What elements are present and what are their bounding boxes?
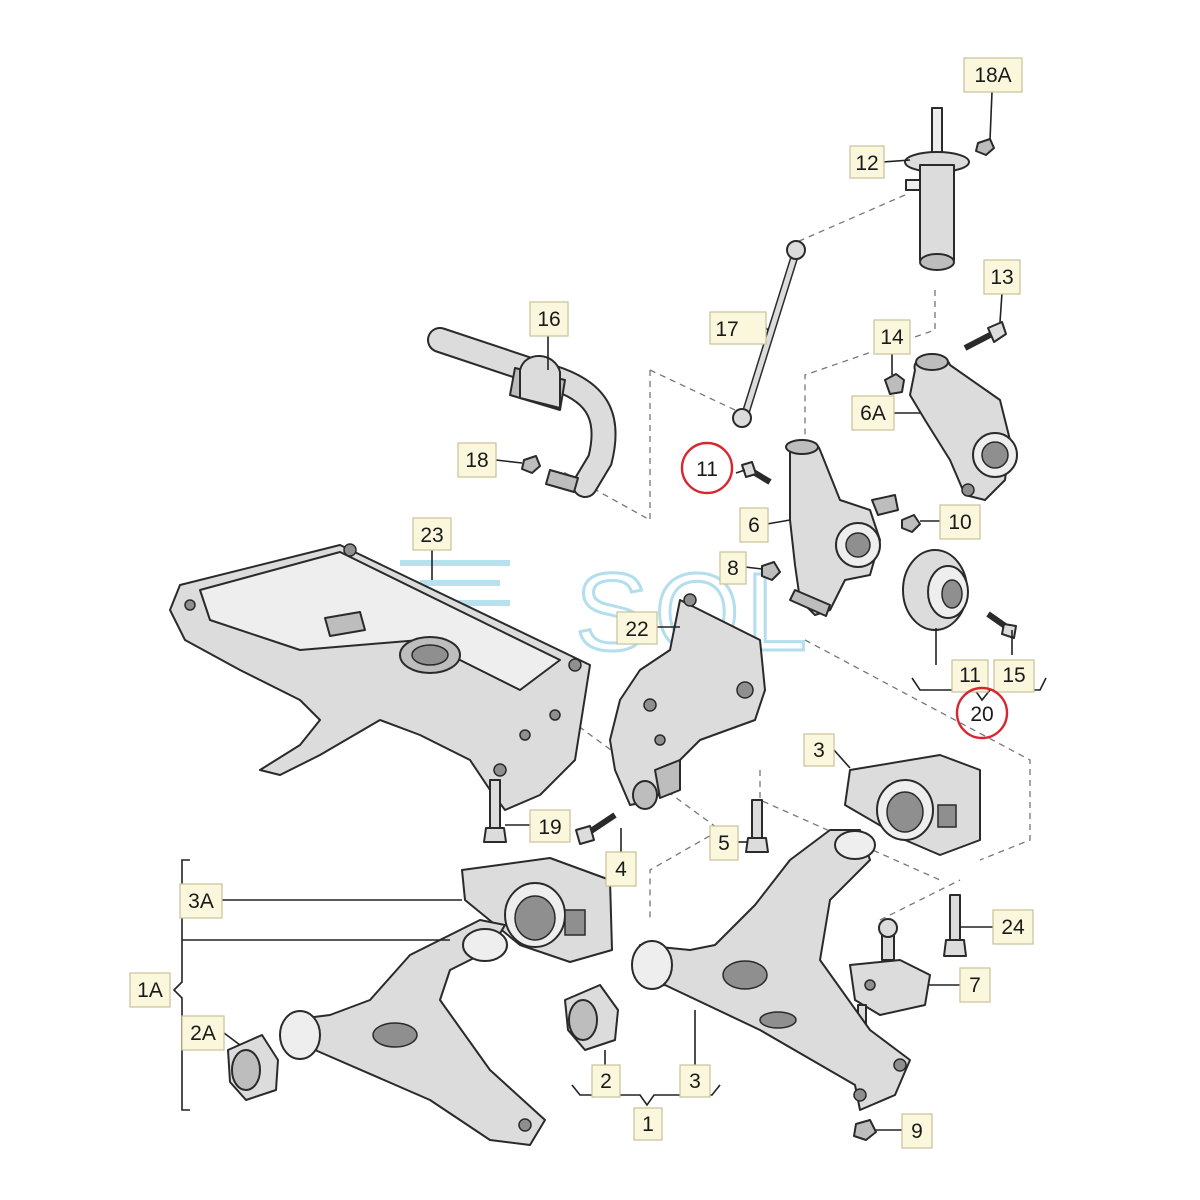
callout-3-upper-text: 3 — [813, 739, 825, 762]
callout-6: 6 — [739, 507, 769, 543]
wheel-bearing-housing-6 — [785, 439, 899, 617]
callout-5-text: 5 — [718, 832, 730, 855]
nut-9 — [853, 1119, 877, 1141]
callout-2: 2 — [591, 1064, 621, 1098]
callout-7-text: 7 — [969, 974, 981, 997]
nut-14 — [884, 373, 905, 395]
callout-11-upper: 11 — [680, 441, 734, 495]
bushing-3 — [844, 754, 981, 856]
callout-10: 10 — [939, 504, 981, 540]
subframe-23 — [169, 543, 591, 811]
callout-16: 16 — [529, 301, 569, 337]
callout-6A-text: 6A — [860, 402, 886, 425]
callout-1-text: 1 — [642, 1113, 654, 1136]
callout-18-text: 18 — [465, 449, 488, 472]
callout-4: 4 — [605, 851, 637, 887]
callout-19: 19 — [529, 809, 571, 843]
callout-14: 14 — [873, 319, 911, 355]
control-arm-1A — [279, 919, 546, 1146]
callout-3-lower: 3 — [679, 1064, 711, 1098]
nut-8 — [761, 561, 781, 581]
callout-18A: 18A — [963, 57, 1023, 93]
callout-2A-text: 2A — [190, 1022, 216, 1045]
callout-8: 8 — [719, 551, 747, 585]
callout-2-text: 2 — [600, 1070, 612, 1093]
callout-3A-text: 3A — [188, 890, 214, 913]
bushing-2 — [564, 984, 619, 1051]
wheel-hub-20 — [902, 549, 969, 631]
callout-24: 24 — [992, 909, 1034, 945]
bolt-13 — [963, 321, 1007, 351]
callout-24-text: 24 — [1001, 916, 1025, 939]
bushing-2A — [227, 1034, 279, 1101]
callout-9-text: 9 — [911, 1120, 923, 1143]
control-arm-1 — [631, 829, 911, 1111]
bolt-15 — [986, 611, 1017, 639]
callout-6-text: 6 — [748, 514, 760, 537]
nut-18A — [975, 138, 995, 156]
stabilizer-link-17 — [732, 240, 806, 428]
callout-labels: 18A 12 17 16 13 14 6A 18 — [129, 57, 1035, 1149]
bolt-24 — [943, 894, 967, 957]
callout-11-upper-text: 11 — [696, 458, 718, 481]
highlight-ring-20 — [955, 686, 1009, 740]
callout-18: 18 — [457, 442, 497, 478]
callout-18A-text: 18A — [974, 64, 1011, 87]
callout-10-text: 10 — [948, 511, 971, 534]
callout-12: 12 — [849, 145, 885, 179]
callout-1A-text: 1A — [137, 979, 163, 1002]
callout-16-text: 16 — [537, 308, 560, 331]
callout-22-text: 22 — [625, 618, 648, 641]
callout-11-lower: 11 — [951, 659, 989, 693]
stabilizer-bar-16 — [427, 327, 617, 498]
callout-8-text: 8 — [727, 557, 739, 580]
callout-14-text: 14 — [880, 326, 904, 349]
callout-23: 23 — [412, 517, 452, 551]
callout-19-text: 19 — [538, 816, 561, 839]
bolt-5 — [745, 799, 769, 853]
bolt-4 — [575, 812, 617, 845]
bushing-3A — [461, 857, 613, 963]
wheel-bearing-housing-6A — [909, 353, 1018, 501]
callout-15-text: 15 — [1002, 664, 1025, 687]
callout-23-text: 23 — [420, 524, 443, 547]
leader-lines — [172, 91, 1047, 1131]
callout-17: 17 — [709, 311, 767, 345]
callout-2A: 2A — [181, 1015, 225, 1051]
callout-3-upper: 3 — [803, 733, 835, 767]
callout-11-lower-text: 11 — [959, 664, 981, 687]
bolt-19 — [483, 779, 507, 843]
callout-6A: 6A — [851, 395, 895, 431]
bolt-11-upper — [741, 461, 772, 485]
callout-5: 5 — [709, 825, 739, 861]
callout-7: 7 — [959, 967, 991, 1003]
callout-3A: 3A — [179, 883, 223, 919]
callout-1: 1 — [633, 1107, 663, 1141]
callout-17-text: 17 — [715, 318, 738, 341]
callout-13-text: 13 — [990, 266, 1013, 289]
callout-13: 13 — [983, 259, 1021, 295]
nut-10 — [901, 514, 921, 533]
callout-1A: 1A — [129, 972, 171, 1008]
callout-20-text: 20 — [970, 703, 993, 726]
callout-4-text: 4 — [615, 858, 627, 881]
callout-9: 9 — [901, 1113, 933, 1149]
strut-12 — [904, 107, 970, 271]
callout-12-text: 12 — [855, 152, 878, 175]
nut-18 — [521, 455, 541, 474]
callout-20: 20 — [955, 686, 1009, 740]
callout-3-lower-text: 3 — [689, 1070, 701, 1093]
callout-15: 15 — [993, 659, 1035, 693]
bracket-22 — [609, 593, 766, 810]
callout-22: 22 — [616, 611, 658, 645]
highlight-ring-11 — [680, 441, 734, 495]
